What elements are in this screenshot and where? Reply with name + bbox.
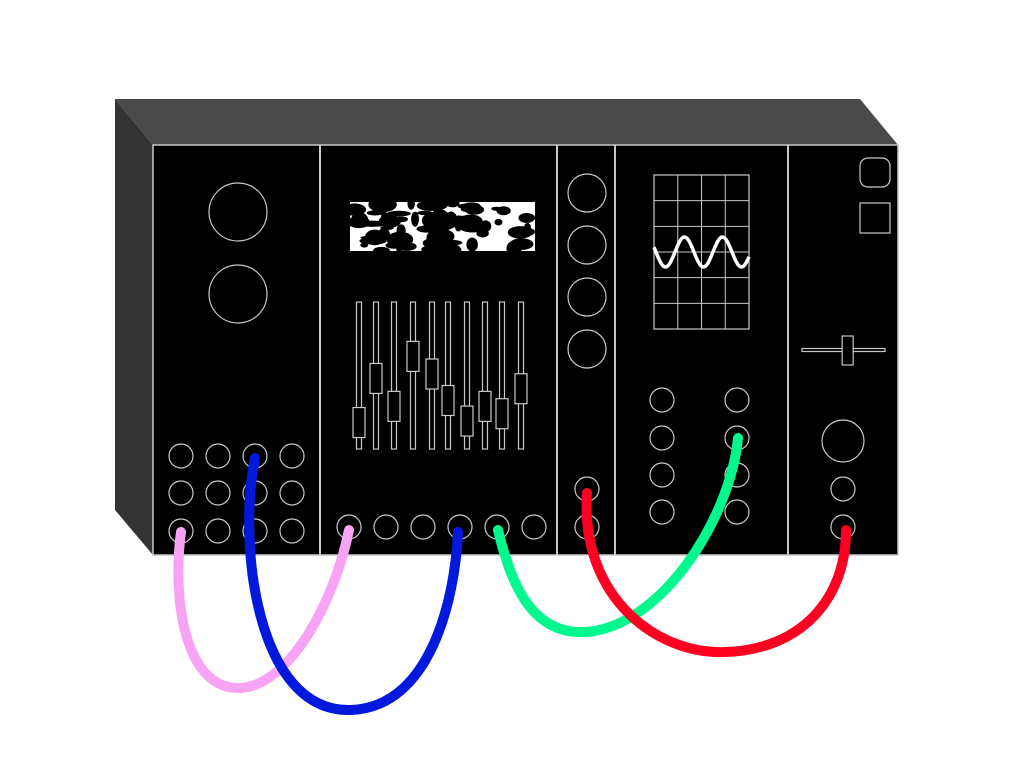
red-cable[interactable]	[581, 488, 851, 658]
noise-blob	[420, 226, 449, 232]
jack[interactable]	[373, 514, 399, 540]
square-button[interactable]	[859, 202, 891, 234]
noise-blob	[350, 212, 369, 229]
oscilloscope-screen	[652, 174, 751, 330]
blue-cable[interactable]	[244, 453, 463, 716]
jack[interactable]	[279, 480, 305, 506]
case-side	[115, 99, 153, 555]
slider-track[interactable]	[355, 301, 363, 450]
noise-blob	[381, 211, 388, 223]
slider-track[interactable]	[481, 301, 489, 450]
noise-blob	[411, 211, 420, 227]
knob[interactable]	[567, 225, 607, 265]
noise-blob	[479, 220, 492, 232]
jack[interactable]	[724, 387, 750, 413]
case-top	[115, 99, 898, 145]
knob[interactable]	[821, 419, 865, 463]
noise-blob	[377, 201, 386, 206]
noise-blob	[386, 210, 411, 217]
knob[interactable]	[208, 264, 268, 324]
noise-blob	[366, 210, 384, 216]
noise-blob	[442, 212, 457, 220]
rounded-button[interactable]	[859, 157, 891, 188]
noise-blob	[518, 212, 535, 223]
noise-blob	[407, 196, 415, 210]
noise-blob	[445, 199, 460, 208]
noise-blob	[416, 200, 447, 212]
noise-blob	[496, 206, 511, 216]
slider-handle[interactable]	[460, 405, 474, 437]
slider-track[interactable]	[498, 301, 506, 450]
jack[interactable]	[205, 518, 231, 544]
jack[interactable]	[168, 480, 194, 506]
slider-track[interactable]	[463, 301, 471, 450]
horizontal-slider-handle[interactable]	[841, 335, 854, 366]
slider-track[interactable]	[409, 301, 417, 450]
noise-blob	[364, 229, 385, 246]
jack[interactable]	[279, 443, 305, 469]
slider-handle[interactable]	[387, 390, 401, 422]
pink-cable[interactable]	[173, 525, 354, 694]
jack[interactable]	[521, 514, 547, 540]
slider-handle[interactable]	[406, 340, 420, 372]
jack[interactable]	[205, 480, 231, 506]
jack[interactable]	[649, 462, 675, 488]
noise-blob	[460, 206, 484, 213]
noise-blob	[494, 218, 503, 226]
jack[interactable]	[410, 514, 436, 540]
knob[interactable]	[567, 329, 607, 369]
noise-blob	[466, 237, 478, 252]
knob[interactable]	[567, 173, 607, 213]
jack[interactable]	[724, 499, 750, 525]
jack[interactable]	[168, 443, 194, 469]
knob[interactable]	[208, 182, 268, 242]
slider-track[interactable]	[390, 301, 398, 450]
noise-blob	[396, 242, 417, 251]
jack[interactable]	[830, 476, 856, 502]
noise-blob	[429, 228, 455, 244]
slider-handle[interactable]	[369, 362, 383, 395]
jack[interactable]	[205, 443, 231, 469]
slider-handle[interactable]	[352, 406, 366, 439]
noise-blob	[520, 227, 535, 236]
jack[interactable]	[279, 518, 305, 544]
green-cable[interactable]	[493, 433, 743, 638]
jack[interactable]	[649, 425, 675, 451]
slider-handle[interactable]	[425, 358, 439, 390]
slider-handle[interactable]	[514, 373, 528, 405]
noise-blob	[396, 224, 406, 237]
jack[interactable]	[649, 499, 675, 525]
slider-handle[interactable]	[478, 390, 492, 422]
noise-blob	[458, 214, 483, 228]
scope-waveform	[652, 235, 751, 269]
noise-display	[343, 196, 535, 258]
jack[interactable]	[242, 518, 268, 544]
noise-blob	[394, 216, 408, 223]
noise-blob	[506, 240, 522, 257]
slider-handle[interactable]	[441, 384, 455, 417]
noise-blob	[360, 242, 369, 248]
slider-handle[interactable]	[495, 398, 509, 430]
jack[interactable]	[649, 387, 675, 413]
noise-blob	[440, 243, 462, 258]
noise-blob	[417, 210, 433, 216]
noise-blob	[373, 246, 390, 254]
knob[interactable]	[567, 277, 607, 317]
slider-track[interactable]	[444, 301, 452, 450]
